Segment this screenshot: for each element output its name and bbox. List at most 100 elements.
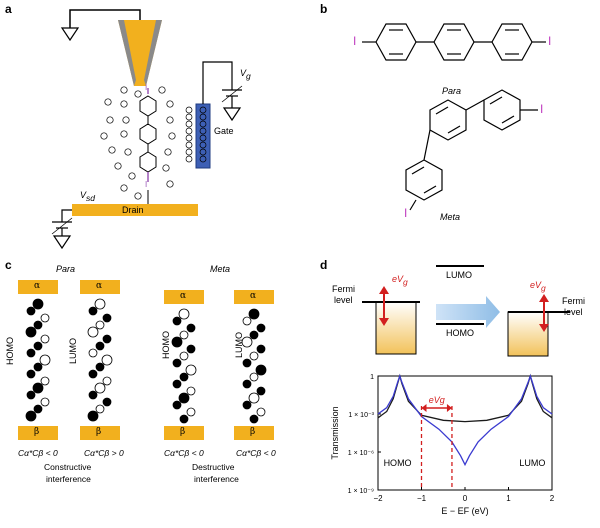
- orbital-coefficient: [39, 354, 51, 366]
- series-line-meta: [377, 373, 553, 467]
- iodine-para-right: I: [548, 34, 552, 48]
- orbital-coefficient: [178, 308, 190, 320]
- beta-label: β: [180, 427, 186, 437]
- panel-letter-c: c: [5, 258, 12, 272]
- orbital-coefficient: [179, 372, 189, 382]
- orbital-coefficient: [102, 334, 112, 344]
- beta-label: β: [250, 427, 256, 437]
- orbital-coefficient: [40, 334, 50, 344]
- homo-text: HOMO: [446, 328, 474, 338]
- constructive-label: Constructive: [44, 462, 92, 472]
- orbital-coefficient: [95, 341, 105, 351]
- iodine-meta-left: I: [404, 206, 408, 220]
- level-right: level: [564, 307, 583, 317]
- alpha-label: α: [250, 291, 257, 301]
- orbital-coefficient: [186, 344, 196, 354]
- destructive-interference-label: interference: [194, 474, 239, 484]
- evg-left: eVg: [392, 274, 408, 287]
- stm-tip: [118, 20, 162, 86]
- orbital-coefficient: [102, 397, 112, 407]
- orbital-coefficient: [40, 313, 50, 323]
- orbital-coefficient: [248, 392, 260, 404]
- lumo-text: LUMO: [446, 270, 473, 280]
- drain-electrode: [72, 204, 198, 216]
- orbital-coefficient: [40, 376, 50, 386]
- orbital-coefficient: [25, 410, 37, 422]
- alpha-label: α: [180, 291, 187, 301]
- y-tick-label: 1 × 10⁻⁹: [348, 488, 374, 495]
- drain-label: Drain: [122, 205, 144, 215]
- orbital-coefficient: [186, 386, 196, 396]
- ground-symbol-gate: [222, 107, 242, 122]
- orbital-coefficient: [242, 379, 252, 389]
- orbital-coefficient: [33, 320, 43, 330]
- orbital-coefficient: [172, 358, 182, 368]
- orbital-coefficient: [179, 330, 189, 340]
- panel-letter-b: b: [320, 2, 328, 16]
- orbital-coefficient: [172, 316, 182, 326]
- x-tick-label: 0: [463, 494, 468, 503]
- stm-tip-shadow-left: [118, 20, 136, 86]
- x-axis-label: E − EF (eV): [441, 506, 488, 516]
- y-axis-label: Transmission: [330, 406, 340, 459]
- orbital-coefficient: [94, 298, 106, 310]
- orbital-coefficient: [26, 369, 36, 379]
- orbital-coefficient: [256, 407, 266, 417]
- x-tick-label: 1: [506, 494, 511, 503]
- transition-arrow: [436, 296, 500, 328]
- alpha-electrode: [234, 290, 274, 304]
- orbital-coefficient: [87, 410, 99, 422]
- meta-homo-condition: Cα*Cβ < 0: [164, 448, 204, 458]
- orbital-coefficient: [102, 313, 112, 323]
- beta-electrode: [164, 426, 204, 440]
- orbital-coefficient: [95, 404, 105, 414]
- alpha-electrode: [18, 280, 58, 294]
- panel-letter-d: d: [320, 258, 328, 272]
- orbital-coefficient: [88, 348, 98, 358]
- chart-frame: [377, 375, 553, 491]
- lumo-annotation: LUMO: [519, 458, 545, 468]
- lumo-label: LUMO: [68, 337, 79, 365]
- alpha-label: α: [96, 281, 103, 291]
- orbital-coefficient: [172, 400, 182, 410]
- series-line-para: [377, 373, 553, 423]
- level-left: level: [334, 295, 353, 305]
- orbital-coefficient: [185, 364, 197, 376]
- arrowhead: [446, 404, 452, 412]
- orbital-coefficient: [87, 326, 99, 338]
- alpha-electrode: [164, 290, 204, 304]
- panel-letter-a: a: [5, 2, 12, 16]
- orbital-coefficient: [26, 390, 36, 400]
- para-lumo-condition: Cα*Cβ > 0: [84, 448, 124, 458]
- gate-electrode: [195, 103, 211, 169]
- lumo-label: LUMO: [234, 331, 245, 359]
- orbital-coefficient: [186, 323, 196, 333]
- iodine-para-left: I: [353, 34, 357, 48]
- orbital-coefficient: [241, 336, 253, 348]
- orbital-coefficient: [242, 400, 252, 410]
- constructive-interference-label: interference: [46, 474, 91, 484]
- vsd-label: Vsd: [80, 190, 95, 203]
- orbital-coefficient: [179, 414, 189, 424]
- fermi-right: Fermi: [562, 296, 585, 306]
- orbital-coefficient: [172, 379, 182, 389]
- orbital-coefficient: [255, 364, 267, 376]
- homo-label: HOMO: [161, 331, 171, 359]
- destructive-label: Destructive: [192, 462, 235, 472]
- orbital-coefficient: [249, 330, 259, 340]
- orbital-coefficient: [88, 369, 98, 379]
- orbital-coefficient: [102, 376, 112, 386]
- orbital-coefficient: [249, 372, 259, 382]
- y-tick-label: 1 × 10⁻⁶: [348, 450, 374, 457]
- x-tick-label: −1: [417, 494, 427, 503]
- meta-label: Meta: [440, 212, 461, 222]
- orbital-coefficient: [256, 323, 266, 333]
- evg-right: eVg: [530, 280, 546, 293]
- orbital-coefficient: [33, 341, 43, 351]
- orbital-diagrams: [25, 298, 267, 424]
- beta-electrode: [18, 426, 58, 440]
- x-tick-label: −2: [373, 494, 383, 503]
- ground-symbol-drain: [52, 235, 72, 250]
- panel-c-para-title: Para: [56, 264, 76, 274]
